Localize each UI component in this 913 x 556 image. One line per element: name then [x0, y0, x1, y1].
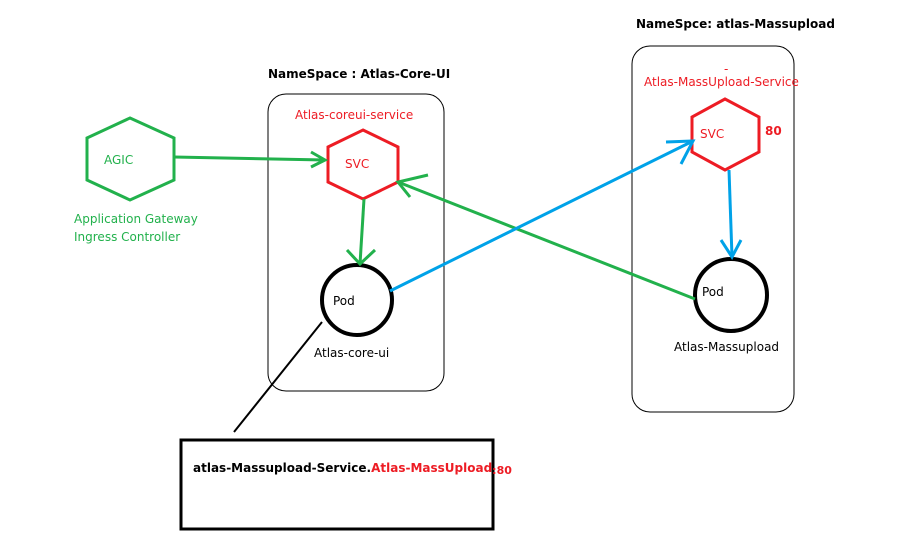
arrow-agic-to-core-svc — [173, 150, 329, 169]
callout-text-service: atlas-Massupload-Service. — [193, 461, 371, 475]
core-pod-circle — [320, 263, 394, 337]
mass-pod-name: Atlas-Massupload — [674, 340, 779, 354]
core-pod-label: Pod — [333, 294, 355, 308]
core-service-name: Atlas-coreui-service — [295, 108, 413, 122]
arrow-mass-svc-to-pod — [719, 169, 743, 260]
mass-svc-label: SVC — [700, 127, 724, 141]
namespace-core-box — [267, 93, 445, 392]
agic-caption-line2: Ingress Controller — [74, 230, 180, 244]
callout-text-namespace: Atlas-MassUpload — [371, 461, 492, 475]
mass-port-label: 80 — [765, 124, 782, 138]
mass-pod-label: Pod — [702, 285, 724, 299]
mass-service-name: Atlas-MassUpload-Service — [644, 75, 799, 89]
mass-service-dash: - — [724, 62, 728, 76]
callout-connector — [233, 321, 323, 433]
agic-caption-line1: Application Gateway — [74, 212, 198, 226]
namespace-mass-title: NameSpce: atlas-Massupload — [636, 17, 835, 31]
arrow-core-pod-to-mass-svc — [389, 139, 696, 293]
callout-box — [179, 438, 495, 531]
namespace-mass-box — [631, 45, 795, 413]
arrow-core-svc-to-pod — [345, 198, 377, 267]
agic-label: AGIC — [104, 153, 133, 167]
agic-hexagon — [85, 116, 176, 202]
namespace-core-title: NameSpace : Atlas-Core-UI — [268, 67, 450, 81]
mass-pod-circle — [693, 257, 769, 333]
mass-svc-hexagon — [690, 97, 761, 172]
callout-text: atlas-Massupload-Service.Atlas-MassUploa… — [193, 461, 512, 477]
core-svc-label: SVC — [345, 157, 369, 171]
arrow-mass-pod-to-core-svc — [395, 173, 696, 301]
core-pod-name: Atlas-core-ui — [314, 346, 389, 360]
callout-text-port: :80 — [492, 464, 512, 477]
